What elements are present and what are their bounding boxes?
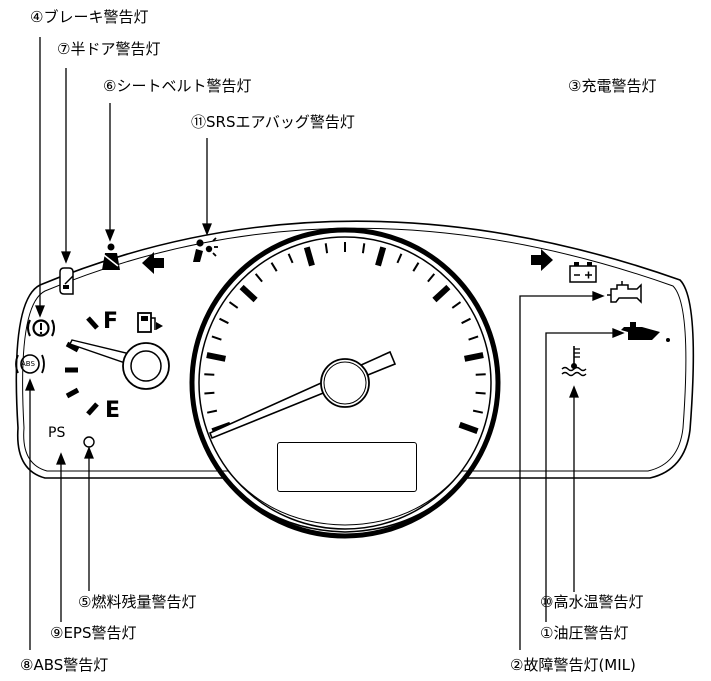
speedometer-major-tick [458, 421, 479, 435]
fuel-hub-outer [122, 342, 170, 390]
speedometer-ring-inner [198, 236, 492, 530]
speedometer-hub-inner [323, 361, 367, 405]
speedometer-minor-tick [270, 262, 278, 272]
speedometer-minor-tick [287, 253, 294, 264]
speedometer-major-tick [303, 246, 315, 267]
seatbelt-icon [102, 243, 120, 270]
abs-warning-icon [15, 354, 45, 374]
label-charge-warning: ③充電警告灯 [568, 77, 657, 95]
speedometer-minor-tick [396, 253, 403, 264]
speedometer-minor-tick [206, 409, 218, 414]
fuel-empty-label: E [105, 398, 121, 423]
battery-icon [569, 262, 597, 283]
speedometer-minor-tick [361, 243, 366, 254]
speedometer-minor-tick [427, 273, 436, 283]
speedometer-minor-tick [204, 373, 215, 376]
fuel-needle [69, 339, 131, 365]
speedometer-major-tick [464, 352, 484, 362]
label-door-warning: ⑦半ドア警告灯 [57, 40, 161, 58]
label-fuel-warning: ⑤燃料残量警告灯 [78, 593, 197, 611]
fuel-pump-icon [137, 312, 163, 333]
label-srs-airbag-warning: ⑪SRSエアバッグ警告灯 [191, 113, 355, 131]
label-coolant-warning: ⑩高水温警告灯 [540, 593, 644, 611]
oil-can-icon [621, 322, 670, 342]
cluster-outline-inner [22, 227, 687, 526]
speedometer-hub-outer [320, 358, 370, 408]
speedometer-major-tick [206, 352, 226, 362]
speedometer-minor-tick [219, 317, 229, 325]
speedometer-minor-tick [461, 317, 471, 325]
door-ajar-icon [59, 267, 74, 295]
turn-left-arrow-icon [142, 252, 164, 274]
fuel-hub-inner [130, 350, 162, 382]
speedometer-minor-tick [475, 373, 486, 376]
speedometer-minor-tick [451, 301, 462, 309]
coolant-temp-icon [561, 346, 587, 377]
speedometer-major-tick [432, 284, 451, 303]
brake-warning-icon [27, 319, 55, 337]
label-seatbelt-warning: ⑥シートベルト警告灯 [103, 77, 252, 95]
power-steering-icon-text: PS [48, 425, 66, 441]
speedometer-minor-tick [412, 262, 420, 272]
label-malfunction-warning: ②故障警告灯(MIL) [510, 656, 636, 674]
leader-lines [25, 37, 625, 650]
speedometer-minor-tick [475, 391, 486, 395]
speedometer-major-tick [239, 284, 258, 303]
speedometer-minor-tick [254, 273, 263, 283]
label-eps-warning: ⑨EPS警告灯 [50, 624, 137, 642]
odometer-display [277, 442, 417, 492]
speedometer-minor-tick [472, 409, 484, 414]
turn-right-arrow-icon [531, 249, 553, 271]
speedometer-minor-tick [324, 243, 329, 254]
fuel-full-label: F [103, 309, 119, 334]
engine-check-icon [607, 281, 642, 304]
fuel-low-lamp-icon [83, 436, 95, 448]
speedometer-minor-tick [468, 335, 479, 341]
label-abs-warning: ⑧ABS警告灯 [20, 656, 109, 674]
speedometer-minor-tick [204, 391, 215, 395]
speedometer-minor-tick [228, 301, 239, 309]
speedometer-ring-outer [189, 227, 501, 539]
fuel-gauge-scale [65, 316, 99, 416]
speedometer-minor-tick [211, 335, 222, 341]
airbag-icon [193, 237, 218, 262]
speedometer-needle [208, 350, 397, 440]
label-brake-warning: ④ブレーキ警告灯 [30, 8, 149, 26]
abs-icon-text: ABS [21, 360, 35, 368]
speedometer-major-tick [375, 246, 387, 267]
label-oil-pressure-warning: ①油圧警告灯 [540, 624, 629, 642]
